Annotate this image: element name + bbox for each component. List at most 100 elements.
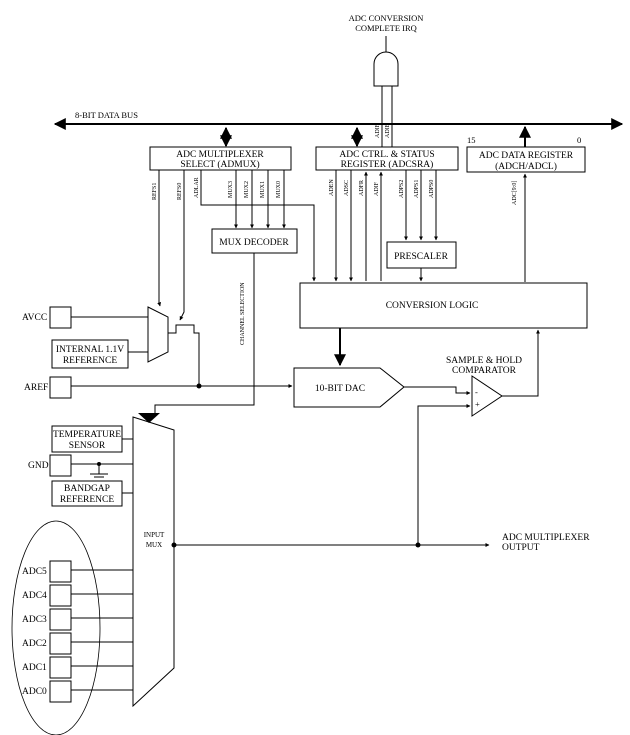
aref-label: AREF xyxy=(24,383,48,393)
adc-data-register xyxy=(466,146,586,173)
datareg-bit-high: 15 xyxy=(467,135,476,145)
adcsra-bit-adps0: ADPS0 xyxy=(429,180,435,198)
bandgap-line2: REFERENCE xyxy=(60,495,115,505)
dac-to-comparator xyxy=(404,386,471,395)
comparator-to-logic xyxy=(502,329,540,397)
admux-title-2: SELECT (ADMUX) xyxy=(180,159,259,170)
adcsra-bits: ADEN ADSC ADFR ADIF ADPS2 ADPS1 ADPS0 xyxy=(329,179,435,198)
irq-label-line1: ADC CONVERSION xyxy=(349,13,424,23)
adcsra-title-2: REGISTER (ADCSRA) xyxy=(341,159,434,170)
adc1-pin xyxy=(49,656,72,679)
irq-and-gate xyxy=(373,51,399,87)
gnd-pin xyxy=(49,454,72,477)
mux-output-junction-left xyxy=(171,542,177,548)
admux-bit-adlar: ADLAR xyxy=(194,177,200,198)
admux-register xyxy=(149,146,292,171)
reference-switch xyxy=(168,324,200,386)
input-mux-label-2: MUX xyxy=(146,541,162,549)
datareg-bit-low: 0 xyxy=(577,135,581,145)
channel-select-arrowhead xyxy=(138,413,160,423)
temp-sensor-line1: TEMPERATURE xyxy=(53,430,121,440)
adc3-pin xyxy=(49,608,72,631)
adcsra-bit-adps1: ADPS1 xyxy=(414,180,420,198)
data-bus-label: 8-BIT DATA BUS xyxy=(75,110,138,120)
adc5-label: ADC5 xyxy=(22,567,47,577)
avcc-label: AVCC xyxy=(22,313,47,323)
adc-channel-adc1: ADC1 xyxy=(22,656,133,679)
refs0-line xyxy=(179,170,185,321)
conversion-logic xyxy=(299,282,588,329)
admux-title-1: ADC MULTIPLEXER xyxy=(176,150,264,160)
input-mux-label-1: INPUT xyxy=(144,531,165,539)
prescaler xyxy=(386,241,457,269)
dac-label: 10-BIT DAC xyxy=(315,384,365,394)
adc0-pin xyxy=(49,680,72,703)
admux-bit-mux1: MUX1 xyxy=(260,181,266,198)
adcsra-bit-adfr: ADFR xyxy=(359,180,365,196)
admux-bit-mux2: MUX2 xyxy=(244,181,250,198)
avcc-pin xyxy=(49,306,72,329)
adc3-label: ADC3 xyxy=(22,615,47,625)
adcsra-title-1: ADC CTRL. & STATUS xyxy=(339,150,434,160)
adc2-pin xyxy=(49,632,72,655)
adc-result-label: ADC[9:0] xyxy=(512,181,518,205)
adc4-label: ADC4 xyxy=(22,591,47,601)
datareg-title-1: ADC DATA REGISTER xyxy=(479,151,574,161)
input-mux xyxy=(132,416,175,708)
adc-channel-adc2: ADC2 xyxy=(22,632,133,655)
aref-pin xyxy=(49,376,72,399)
admux-bit-mux0: MUX0 xyxy=(276,181,282,198)
admux-bit-refs1: REFS1 xyxy=(152,183,158,200)
irq-label-line2: COMPLETE IRQ xyxy=(355,23,417,33)
datareg-title-2: (ADCH/ADCL) xyxy=(495,161,557,172)
adlar-line xyxy=(200,170,316,282)
mux-decoder xyxy=(211,228,298,254)
internal-ref-line2: REFERENCE xyxy=(63,356,118,366)
gnd-label: GND xyxy=(28,461,49,471)
mux-decoder-label: MUX DECODER xyxy=(219,238,289,248)
adc2-label: ADC2 xyxy=(22,639,47,649)
adcsra-bit-aden: ADEN xyxy=(329,179,335,196)
adc-channel-adc5: ADC5 xyxy=(22,560,133,583)
temperature-sensor xyxy=(51,425,123,453)
ten-bit-dac xyxy=(293,367,405,408)
adc-channel-adc3: ADC3 xyxy=(22,608,133,631)
irq-bit-adif: ADIF xyxy=(375,123,381,138)
comparator-label-1: SAMPLE & HOLD xyxy=(446,356,522,366)
aref-junction xyxy=(196,383,202,389)
adcsra-bit-adif: ADIF xyxy=(374,181,380,196)
adc5-pin xyxy=(49,560,72,583)
adc-channel-adc4: ADC4 xyxy=(22,584,133,607)
comparator-label-2: COMPARATOR xyxy=(452,366,517,376)
adc0-label: ADC0 xyxy=(22,687,47,697)
reference-mux xyxy=(147,306,169,363)
conversion-logic-label: CONVERSION LOGIC xyxy=(386,301,479,311)
adc-channels-group xyxy=(11,520,101,735)
mux-to-comparator xyxy=(417,404,471,545)
adcsra-register xyxy=(315,146,459,171)
mux-output-line1: ADC MULTIPLEXER xyxy=(502,533,590,543)
mux-output-line2: OUTPUT xyxy=(502,543,540,553)
sample-hold-comparator xyxy=(471,375,503,417)
adcsra-bit-adsc: ADSC xyxy=(344,180,350,196)
admux-bit-mux3: MUX3 xyxy=(228,181,234,198)
internal-ref-line1: INTERNAL 1.1V xyxy=(56,345,124,355)
refs1-line xyxy=(157,170,162,307)
bandgap-reference xyxy=(51,480,123,507)
bandgap-line1: BANDGAP xyxy=(64,484,110,494)
comparator-plus: + xyxy=(475,399,480,409)
prescaler-label: PRESCALER xyxy=(394,252,449,262)
adc1-label: ADC1 xyxy=(22,663,47,673)
admux-bit-refs0: REFS0 xyxy=(177,183,183,200)
channel-selection-label: CHANNEL SELECTION xyxy=(240,282,246,345)
internal-reference xyxy=(51,339,129,369)
temp-sensor-line2: SENSOR xyxy=(69,441,106,451)
adc4-pin xyxy=(49,584,72,607)
admux-bits: REFS1 REFS0 ADLAR MUX3 MUX2 MUX1 MUX0 xyxy=(152,177,282,200)
adc-channel-adc0: ADC0 xyxy=(22,680,133,703)
irq-bit-adie: ADIE xyxy=(385,123,391,138)
adcsra-bit-adps2: ADPS2 xyxy=(399,180,405,198)
channel-selection-line xyxy=(153,253,255,418)
comparator-minus: - xyxy=(475,387,478,397)
